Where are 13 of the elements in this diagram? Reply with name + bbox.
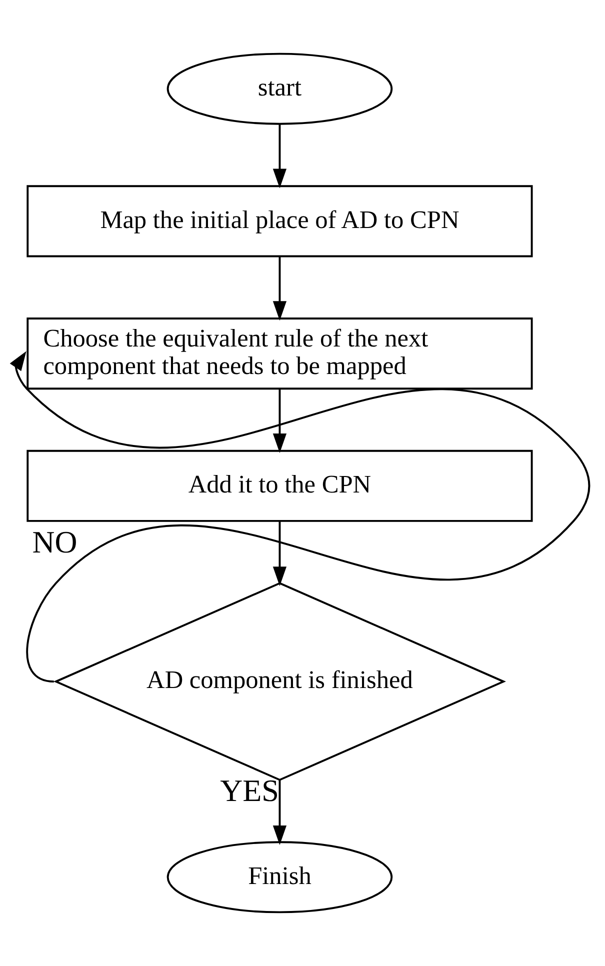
node-box: Map the initial place of AD to CPN xyxy=(26,185,533,258)
arrow xyxy=(272,389,287,453)
arrow xyxy=(10,351,590,682)
node-ellipse: Finish xyxy=(166,841,393,914)
node-diamond: AD component is finished xyxy=(53,582,506,781)
arrow xyxy=(272,256,287,321)
arrow xyxy=(272,521,287,586)
edge-label: NO xyxy=(32,524,78,560)
arrow xyxy=(272,124,287,188)
arrow xyxy=(272,780,287,845)
node-box: Add it to the CPN xyxy=(26,450,533,522)
node-box: Choose the equivalent rule of the next component that needs to be mapped xyxy=(26,318,533,390)
node-ellipse: start xyxy=(166,52,393,125)
